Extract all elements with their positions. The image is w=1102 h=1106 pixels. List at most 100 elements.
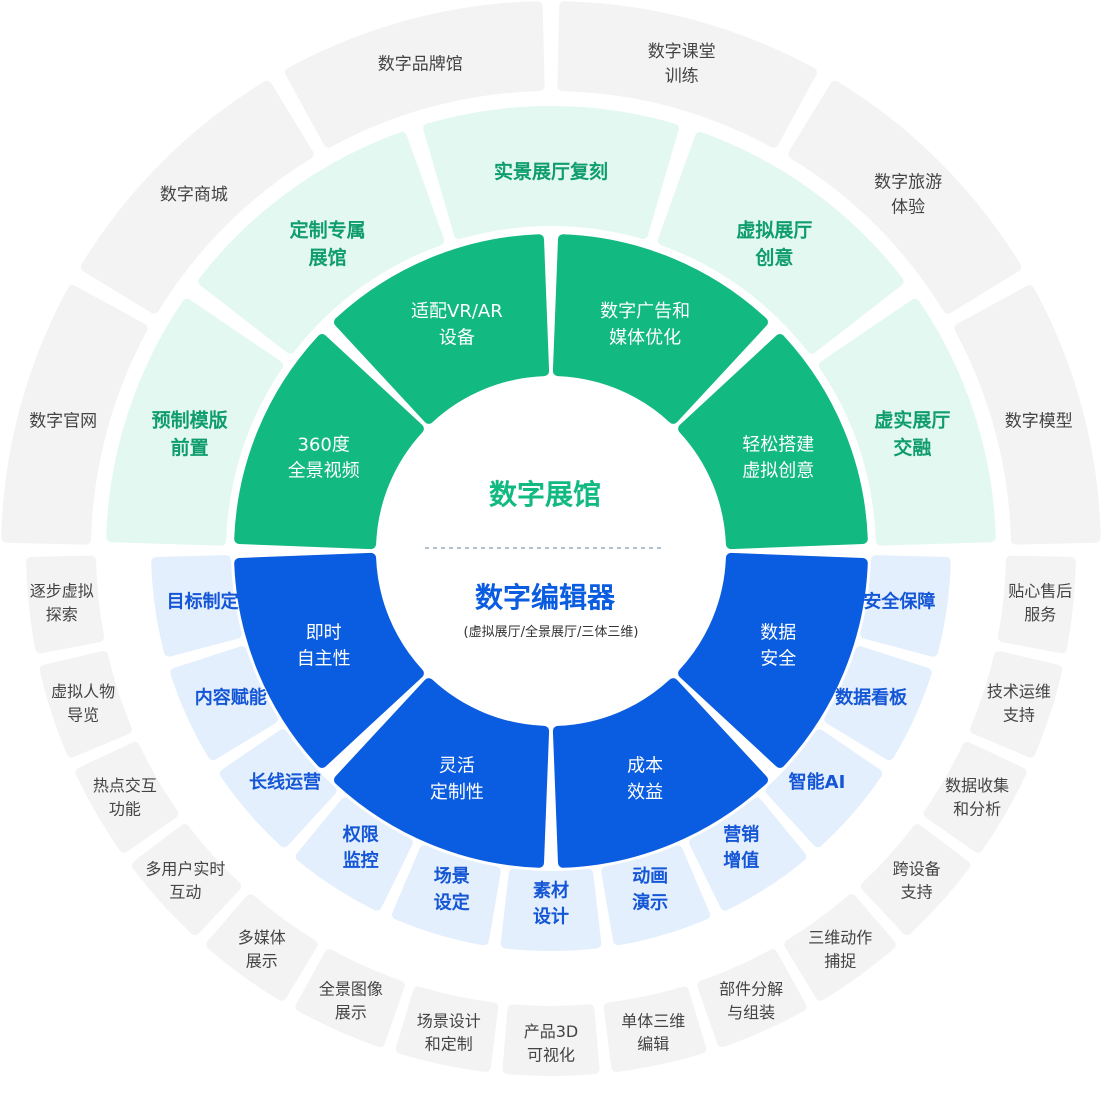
inner-segment-green-label: 媒体优化 xyxy=(609,327,681,348)
inner-segment-green-shape xyxy=(234,334,424,550)
inner-segment-green-label: 360度 xyxy=(298,434,350,455)
inner-segment-green-shape xyxy=(552,234,768,424)
outer-segment-top-shape xyxy=(557,1,817,148)
middle-segment-blue-shape xyxy=(824,646,932,761)
middle-segment-green-shape xyxy=(106,298,284,546)
inner-segment-green-label: 虚拟创意 xyxy=(742,460,814,481)
middle-segment-blue-label: 设定 xyxy=(434,891,470,913)
outer-segment-top-label: 数字商城 xyxy=(160,185,228,205)
outer-segment-bottom-label: 探索 xyxy=(46,605,78,624)
outer-segment-bottom-label: 支持 xyxy=(901,883,933,902)
outer-segment-top: 数字模型 xyxy=(954,285,1101,545)
outer-segment-bottom-label: 和定制 xyxy=(425,1035,473,1054)
outer-segment-top: 数字商城 xyxy=(80,80,314,314)
outer-segment-bottom-shape xyxy=(923,741,1027,853)
outer-segment-bottom-label: 与组装 xyxy=(727,1003,775,1022)
outer-segment-bottom-shape xyxy=(784,894,896,1001)
outer-segment-bottom-label: 导览 xyxy=(67,705,99,724)
outer-segment-bottom-label: 贴心售后 xyxy=(1008,582,1072,601)
middle-segment-blue-label: 增值 xyxy=(723,850,759,872)
middle-segment-blue-label: 智能AI xyxy=(789,771,846,793)
middle-segment-blue-shape xyxy=(295,797,413,911)
inner-segment-blue-label: 定制性 xyxy=(430,782,484,803)
middle-segment-green-label: 创意 xyxy=(754,246,793,269)
middle-segment-blue: 长线运营 xyxy=(219,729,337,848)
outer-segment-bottom-label: 编辑 xyxy=(637,1035,669,1054)
middle-segment-green-shape xyxy=(657,132,904,354)
inner-segment-green-label: 全景视频 xyxy=(288,460,360,481)
inner-segment-blue-shape xyxy=(234,552,424,768)
inner-segment-green-shape xyxy=(678,334,868,550)
middle-segment-blue-shape xyxy=(392,845,501,946)
middle-segment-blue-shape xyxy=(601,845,710,946)
middle-segment-blue-shape xyxy=(219,729,337,848)
outer-segment-top-label: 数字模型 xyxy=(1005,411,1073,431)
outer-segment-bottom-shape xyxy=(697,949,807,1048)
middle-segment-blue: 安全保障 xyxy=(860,555,951,657)
middle-segment-green-shape xyxy=(818,298,996,546)
outer-segment-bottom-label: 虚拟人物 xyxy=(51,682,115,701)
outer-segment-top: 数字品牌馆 xyxy=(285,1,545,148)
outer-ring: 数字官网数字商城数字品牌馆数字课堂训练数字旅游体验数字模型贴心售后服务技术运维支… xyxy=(1,1,1101,1076)
outer-segment-bottom-shape xyxy=(206,894,318,1001)
outer-segment-bottom-label: 互动 xyxy=(169,883,201,902)
middle-segment-blue-label: 动画 xyxy=(632,866,668,887)
middle-segment-green-label: 实景展厅复刻 xyxy=(494,160,608,183)
outer-segment-bottom-label: 产品3D xyxy=(524,1022,579,1041)
outer-segment-top-label: 数字课堂 xyxy=(648,42,716,62)
middle-segment-blue: 数据看板 xyxy=(824,646,932,761)
outer-segment-top-shape xyxy=(954,285,1101,545)
middle-segment-blue-shape xyxy=(765,729,883,848)
middle-segment-green-shape xyxy=(198,132,445,354)
outer-segment-bottom-label: 部件分解 xyxy=(719,980,783,999)
outer-segment-bottom-label: 支持 xyxy=(1003,705,1035,724)
outer-segment-top-label: 训练 xyxy=(665,67,699,87)
outer-segment-bottom-label: 热点交互 xyxy=(93,776,157,795)
outer-segment-bottom-label: 数据收集 xyxy=(945,776,1009,795)
center-hub: 数字展馆 数字编辑器 (虚拟展厅/全景展厅/三体三维) xyxy=(425,478,665,640)
outer-segment-bottom-shape xyxy=(970,651,1063,758)
outer-segment-bottom-label: 场景设计 xyxy=(417,1011,481,1030)
outer-segment-bottom-shape xyxy=(997,555,1076,654)
outer-segment-bottom-label: 展示 xyxy=(335,1003,367,1022)
middle-segment-blue-label: 长线运营 xyxy=(249,771,321,793)
middle-segment-blue-label: 素材 xyxy=(533,879,569,901)
outer-segment-bottom-label: 多用户实时 xyxy=(145,859,225,878)
middle-segment-blue-label: 目标制定 xyxy=(167,591,239,613)
middle-segment-green-shape xyxy=(423,106,679,240)
inner-segment-blue-label: 自主性 xyxy=(297,649,351,670)
outer-segment-bottom-shape xyxy=(26,555,105,654)
middle-segment-blue-label: 设计 xyxy=(533,906,569,928)
middle-segment-blue: 内容赋能 xyxy=(170,646,278,761)
outer-segment-bottom-label: 功能 xyxy=(109,799,141,818)
middle-segment-green-label: 展馆 xyxy=(309,246,347,269)
inner-segment-blue-label: 数据 xyxy=(760,623,796,644)
middle-segment-blue-label: 演示 xyxy=(632,891,668,913)
middle-segment-green-label: 预制模版 xyxy=(152,409,228,432)
middle-segment-green-label: 虚实展厅 xyxy=(874,409,950,432)
outer-segment-bottom-shape xyxy=(395,986,499,1072)
outer-segment-bottom-label: 和分析 xyxy=(953,799,1001,818)
outer-segment-top-label: 体验 xyxy=(891,197,925,217)
inner-ring: 适配VR/AR设备数字广告和媒体优化轻松搭建虚拟创意数据安全成本效益灵活定制性即… xyxy=(234,234,868,868)
inner-segment-blue-label: 即时 xyxy=(306,623,342,644)
middle-segment-blue-label: 场景 xyxy=(434,866,470,887)
middle-segment-blue-label: 权限 xyxy=(342,824,380,846)
